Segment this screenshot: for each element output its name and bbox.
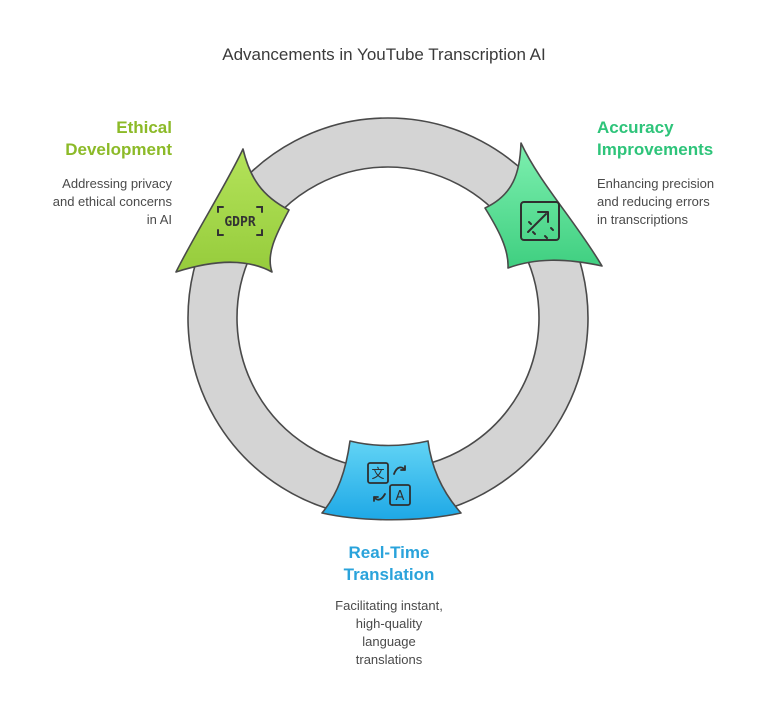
translation-segment (321, 440, 462, 521)
accuracy-segment (484, 142, 603, 269)
diagonal-arrow-icon (520, 201, 560, 241)
accuracy-description: Enhancing precision and reducing errors … (597, 175, 757, 229)
ethical-description-line: in AI (146, 212, 172, 227)
translation-description-line: Facilitating instant, (335, 598, 443, 613)
accuracy-description-line: Enhancing precision (597, 176, 715, 191)
translate-icon: 文 A (367, 462, 411, 506)
ethical-heading: Ethical Development (20, 117, 172, 161)
gdpr-icon-text: GDPR (224, 215, 255, 230)
translate-icon-target-glyph: A (396, 489, 405, 504)
ethical-description-line: Addressing privacy (62, 176, 172, 191)
translation-heading-line: Translation (343, 565, 435, 584)
translation-description-line: high-quality (355, 616, 423, 631)
translation-description-line: language (362, 634, 416, 649)
ethical-segment (175, 148, 290, 273)
translation-description-line: translations (355, 652, 423, 667)
accuracy-description-line: and reducing errors (597, 194, 710, 209)
accuracy-heading-line: Accuracy (597, 118, 674, 137)
accuracy-heading: Accuracy Improvements (597, 117, 757, 161)
translate-icon-source-glyph: 文 (371, 467, 384, 482)
translation-heading: Real-Time Translation (289, 542, 489, 586)
ethical-heading-line: Development (65, 140, 172, 159)
accuracy-heading-line: Improvements (597, 140, 714, 159)
ethical-description-line: and ethical concerns (52, 194, 172, 209)
accuracy-description-line: in transcriptions (597, 212, 689, 227)
translation-description: Facilitating instant, high-quality langu… (289, 597, 489, 669)
diagram-title: Advancements in YouTube Transcription AI (222, 45, 546, 64)
ethical-heading-line: Ethical (116, 118, 172, 137)
ethical-description: Addressing privacy and ethical concerns … (20, 175, 172, 229)
gdpr-icon: GDPR (217, 206, 263, 236)
translation-heading-line: Real-Time (348, 543, 430, 562)
